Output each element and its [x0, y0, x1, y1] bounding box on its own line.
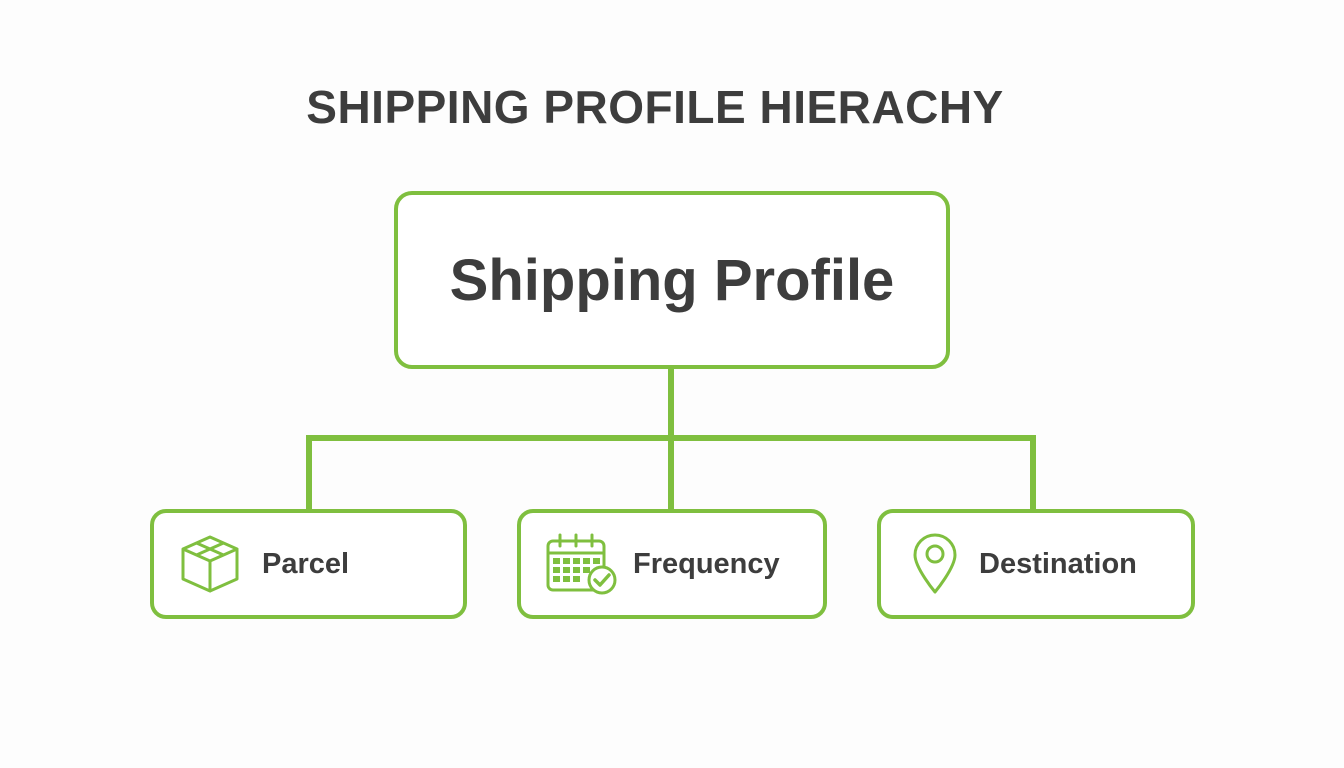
destination-label: Destination [979, 547, 1137, 580]
child-node-frequency: Frequency [517, 509, 827, 619]
root-node: Shipping Profile [394, 191, 950, 369]
child-node-parcel: Parcel [150, 509, 467, 619]
box-icon [178, 533, 242, 595]
map-pin-icon [907, 533, 963, 595]
diagram-title: SHIPPING PROFILE HIERACHY [306, 81, 1004, 133]
child-node-destination: Destination [877, 509, 1195, 619]
parcel-label: Parcel [262, 547, 350, 580]
calendar-check-icon [545, 532, 619, 596]
frequency-label: Frequency [633, 547, 780, 580]
root-label: Shipping Profile [449, 247, 895, 313]
